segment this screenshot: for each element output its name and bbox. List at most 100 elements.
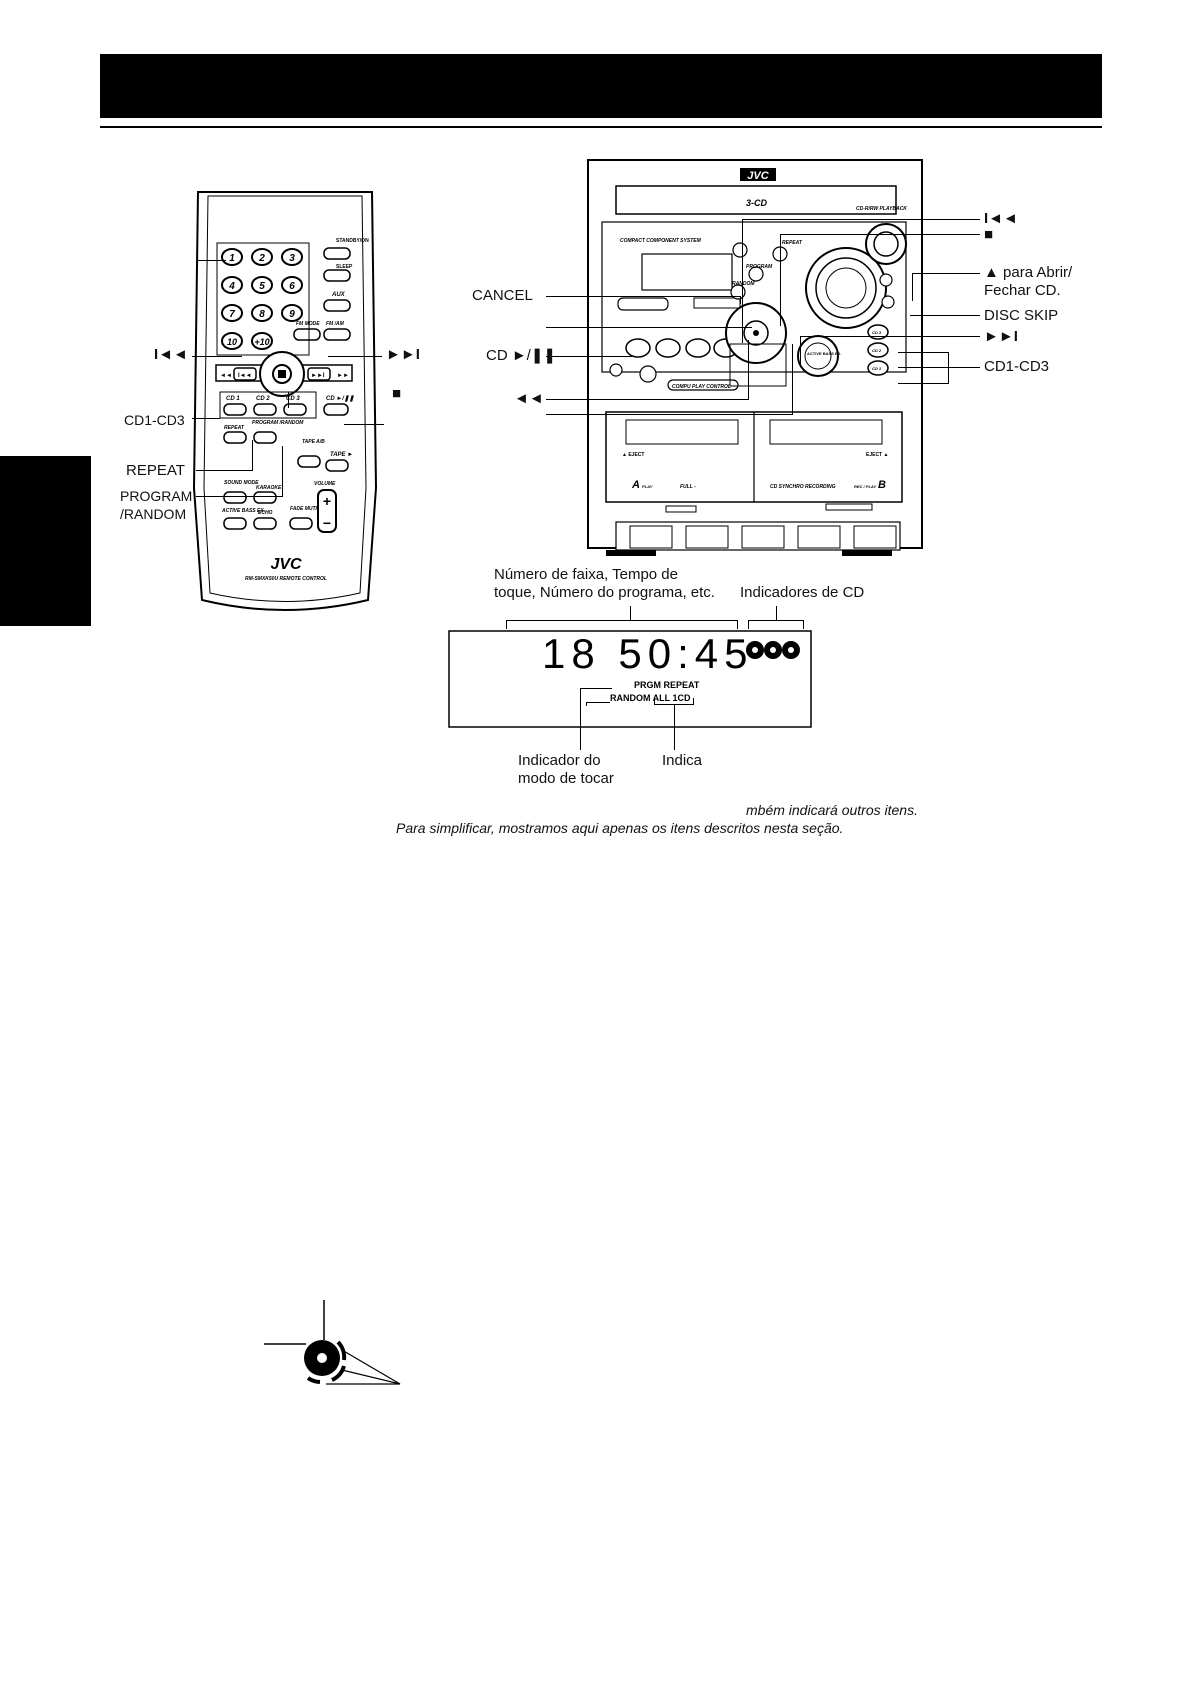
unit-cd1-button[interactable] bbox=[867, 360, 889, 376]
disc-rotation-arc-icon bbox=[306, 1376, 321, 1384]
label-unit-disc-skip: DISC SKIP bbox=[984, 307, 1059, 324]
leader-line bbox=[898, 383, 948, 384]
remote-cd3-button[interactable] bbox=[283, 403, 307, 416]
label-unit-cd1-cd3: CD1-CD3 bbox=[984, 358, 1050, 375]
unit-random-button[interactable] bbox=[730, 284, 746, 300]
unit-cdrw-label: CD-R/RW PLAYBACK bbox=[856, 206, 907, 212]
prev-track-icon: I◄◄ bbox=[238, 373, 252, 379]
unit-cd3-button[interactable] bbox=[867, 324, 889, 340]
leader-line bbox=[328, 356, 382, 357]
leader-line bbox=[192, 356, 242, 357]
remote-key-4[interactable] bbox=[221, 276, 243, 294]
remote-karaoke-button[interactable] bbox=[253, 491, 277, 504]
remote-prev-button[interactable] bbox=[233, 367, 257, 381]
remote-echo-button[interactable] bbox=[253, 517, 277, 530]
unit-display-window bbox=[641, 253, 733, 291]
bracket-line bbox=[803, 620, 804, 629]
label-remote-cd1-cd3: CD1-CD3 bbox=[124, 412, 185, 428]
remote-next-button[interactable] bbox=[307, 367, 331, 381]
remote-sleep-button[interactable] bbox=[323, 269, 351, 282]
unit-program-button[interactable] bbox=[748, 266, 764, 282]
unit-cancel-button[interactable] bbox=[693, 297, 741, 309]
leader-line bbox=[910, 315, 980, 316]
remote-key-10[interactable] bbox=[221, 332, 243, 350]
leader-line bbox=[282, 446, 283, 497]
stop-dot-icon bbox=[753, 330, 759, 336]
unit-cd-play-button[interactable] bbox=[625, 338, 651, 358]
remote-fmmode-button[interactable] bbox=[293, 328, 321, 341]
remote-fademuting-button[interactable] bbox=[289, 517, 313, 530]
unit-compu-play-bar bbox=[667, 379, 739, 391]
lcd-random-all-1cd: RANDOM ALL 1CD bbox=[610, 693, 691, 703]
header-rule bbox=[100, 126, 1102, 128]
remote-fmam-button[interactable] bbox=[323, 328, 351, 341]
unit-cd-tray bbox=[615, 185, 897, 215]
remote-tape-button[interactable] bbox=[325, 459, 349, 472]
remote-repeat-button[interactable] bbox=[223, 431, 247, 444]
remote-key-label: 5 bbox=[259, 281, 265, 292]
leader-line bbox=[800, 336, 980, 337]
lcd-digits: 18 50:45 bbox=[542, 630, 754, 677]
remote-key-5[interactable] bbox=[251, 276, 273, 294]
remote-key-6[interactable] bbox=[281, 276, 303, 294]
leader-line bbox=[948, 367, 980, 368]
remote-key-1[interactable] bbox=[221, 248, 243, 266]
leader-line bbox=[792, 344, 793, 415]
bracket-line bbox=[737, 620, 738, 629]
unit-cd2-button[interactable] bbox=[867, 342, 889, 358]
remote-standby-button[interactable] bbox=[323, 247, 351, 260]
remote-cd2-button[interactable] bbox=[253, 403, 277, 416]
bracket-line bbox=[506, 620, 738, 621]
unit-eject-button[interactable] bbox=[879, 273, 893, 287]
remote-key-label: 6 bbox=[289, 281, 295, 292]
leader-line bbox=[196, 470, 252, 471]
remote-key-2[interactable] bbox=[251, 248, 273, 266]
remote-model-label: RM-SMXK50U REMOTE CONTROL bbox=[245, 576, 327, 582]
remote-key-label: 9 bbox=[289, 309, 295, 320]
remote-key-8[interactable] bbox=[251, 304, 273, 322]
unit-program-label: PROGRAM bbox=[746, 264, 773, 270]
cd-buttons-highlight-box bbox=[219, 391, 317, 419]
bracket-line bbox=[748, 620, 804, 621]
leader-line bbox=[344, 424, 384, 425]
unit-active-bass-inner bbox=[804, 342, 832, 370]
stop-icon bbox=[278, 370, 286, 378]
remote-activebass-button[interactable] bbox=[223, 517, 247, 530]
remote-key-9[interactable] bbox=[281, 304, 303, 322]
leader-line bbox=[693, 698, 694, 705]
remote-cdplay-button[interactable] bbox=[323, 403, 349, 416]
unit-phones-jack bbox=[609, 363, 623, 377]
unit-cd3-label: CD 3 bbox=[872, 330, 882, 335]
remote-program-button[interactable] bbox=[253, 431, 277, 444]
remote-key-7[interactable] bbox=[221, 304, 243, 322]
remote-key-3[interactable] bbox=[281, 248, 303, 266]
volume-minus-icon: − bbox=[323, 515, 331, 531]
keypad-highlight-box bbox=[216, 242, 310, 356]
leader-line bbox=[196, 496, 282, 497]
bracket-line bbox=[506, 620, 507, 629]
remote-brand-logo: JVC bbox=[270, 556, 302, 573]
unit-base-foot bbox=[629, 525, 673, 549]
remote-tapeab-button[interactable] bbox=[297, 455, 321, 468]
volume-plus-icon: + bbox=[323, 493, 331, 509]
unit-disc-skip-button[interactable] bbox=[881, 295, 895, 309]
remote-cd2-label: CD 2 bbox=[256, 396, 270, 402]
remote-aux-button[interactable] bbox=[323, 299, 351, 312]
unit-mic-level-knob[interactable] bbox=[639, 365, 657, 383]
unit-brand-badge bbox=[740, 168, 776, 181]
remote-soundmode-button[interactable] bbox=[223, 491, 247, 504]
remote-volume-rocker[interactable] bbox=[317, 489, 337, 533]
leader-line bbox=[742, 219, 743, 343]
unit-forward-button[interactable] bbox=[685, 338, 711, 358]
unit-deck-b-label: B bbox=[878, 479, 886, 491]
unit-cd1-label: CD 1 bbox=[872, 366, 882, 371]
unit-button[interactable] bbox=[732, 242, 748, 258]
leader-line bbox=[780, 234, 980, 235]
unit-rewind-button[interactable] bbox=[655, 338, 681, 358]
unit-eject-a-label: ▲ EJECT bbox=[622, 452, 644, 458]
remote-key-label: 7 bbox=[229, 309, 235, 320]
remote-cd1-button[interactable] bbox=[223, 403, 247, 416]
unit-base-foot bbox=[741, 525, 785, 549]
unit-mode-buttons[interactable] bbox=[617, 297, 669, 311]
remote-key-plus10[interactable] bbox=[251, 332, 273, 350]
